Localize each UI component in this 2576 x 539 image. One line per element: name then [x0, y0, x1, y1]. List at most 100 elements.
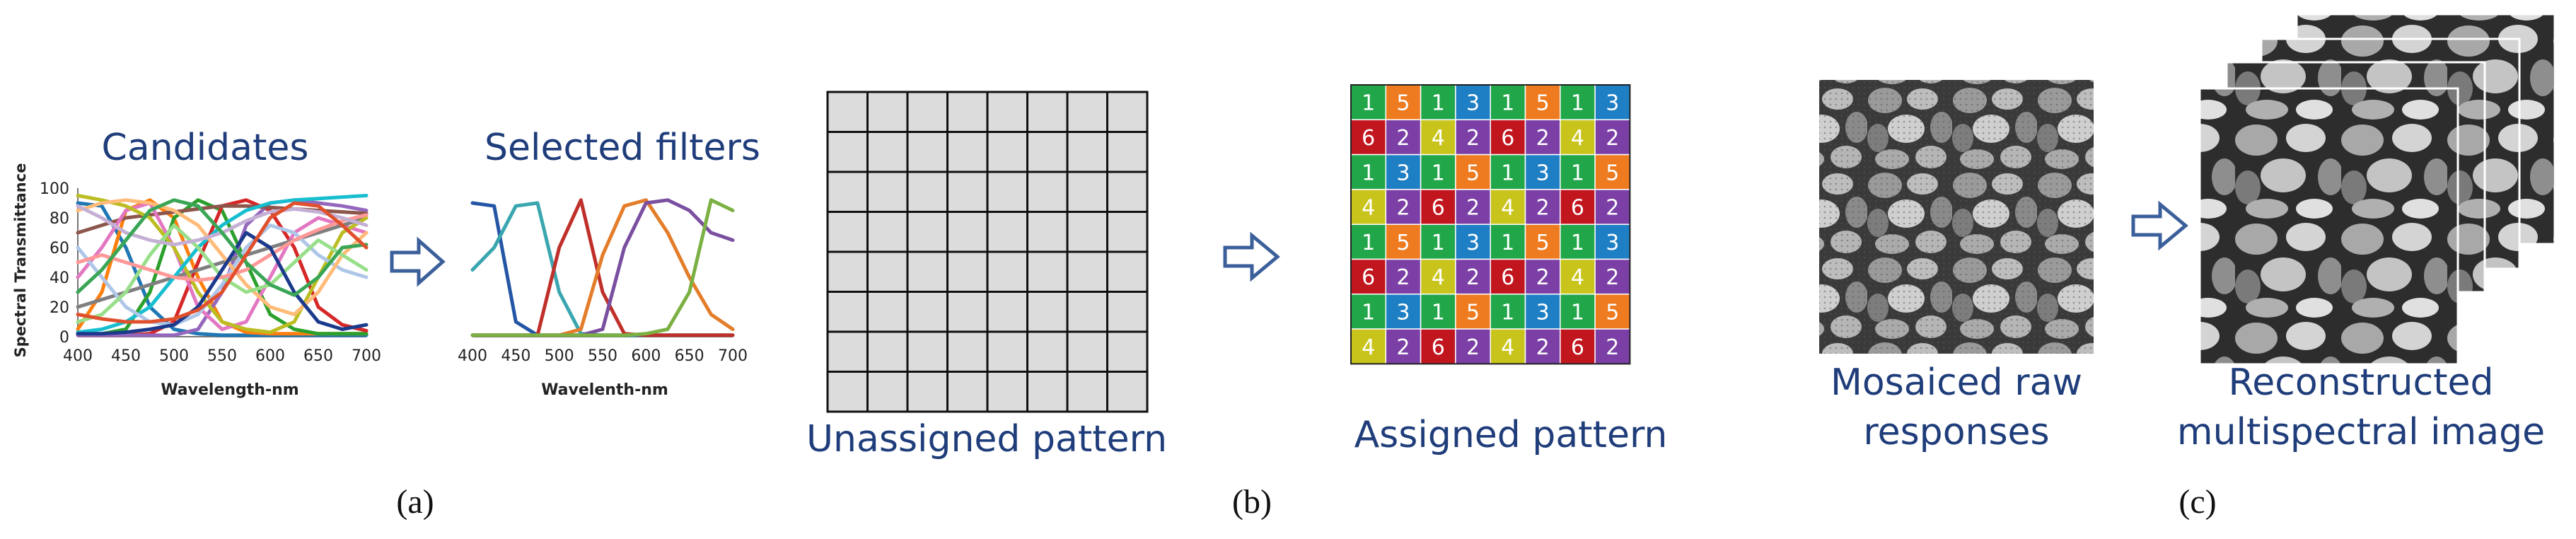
mosaic-cell-label: 2: [1396, 265, 1410, 290]
mosaic-cell-label: 2: [1396, 126, 1410, 151]
grid-cell: [1066, 91, 1108, 133]
grid-cell: [906, 291, 948, 333]
mosaic-cell: [1560, 294, 1596, 330]
grid-cell: [826, 291, 869, 333]
mosaic-cell: [1560, 189, 1596, 225]
grid-cell: [946, 250, 989, 293]
x-axis-label-left: Wavelength-nm: [161, 381, 298, 399]
grid-cell: [1026, 170, 1069, 213]
assigned-pattern-label: Assigned pattern: [1354, 414, 1668, 456]
mosaic-cell-label: 4: [1501, 196, 1514, 221]
mosaic-cell: [1420, 119, 1456, 156]
mosaic-cell: [1560, 328, 1596, 365]
grid-cell: [826, 91, 869, 133]
grid-cell: [1066, 291, 1108, 333]
series-line-6: [470, 198, 735, 337]
mosaic-cell: [1524, 189, 1561, 225]
grid-cell: [1066, 170, 1108, 213]
series-line-11: [76, 224, 369, 327]
mosaic-cell-label: 2: [1466, 265, 1480, 290]
mosaic-cell-label: 2: [1606, 265, 1619, 290]
y-tick-label: 80: [50, 210, 69, 228]
y-axis-label: Spectral Transmittance: [12, 163, 29, 358]
y-tick-label: 100: [40, 180, 69, 198]
grid-cell: [866, 91, 909, 133]
grid-cell: [1106, 371, 1149, 413]
mosaic-cell-label: 1: [1362, 91, 1375, 116]
grid-cell: [906, 91, 948, 133]
grid-cell: [986, 250, 1028, 293]
grid-cell: [866, 291, 909, 333]
x-tick-label: 700: [718, 347, 748, 365]
mosaic-cell-label: 6: [1571, 196, 1584, 221]
x-tick-label: 600: [255, 347, 285, 365]
grid-cell: [986, 330, 1028, 373]
mosaiced-raw-label-line2: responses: [1863, 411, 2049, 453]
grid-cell: [1026, 330, 1069, 373]
mosaic-cell-label: 4: [1501, 335, 1514, 360]
mosaic-cell-label: 6: [1362, 265, 1375, 290]
grid-cell: [866, 131, 909, 173]
grid-cell: [826, 250, 869, 293]
grid-cell: [1026, 250, 1069, 293]
reconstructed-label-line2: multispectral image: [2177, 411, 2545, 453]
grid-cell: [826, 170, 869, 213]
mosaic-cell: [1560, 119, 1596, 156]
grid-cell: [906, 211, 948, 253]
mosaic-cell: [1594, 258, 1631, 295]
grid-cell: [866, 170, 909, 213]
mosaic-cell-label: 1: [1432, 231, 1445, 255]
grid-cell: [946, 91, 989, 133]
x-tick-label: 650: [675, 347, 704, 365]
grid-cell: [866, 250, 909, 293]
grid-cell: [986, 91, 1028, 133]
grid-cell: [866, 330, 909, 373]
mosaic-cell: [1524, 84, 1561, 121]
caption-a: (a): [396, 483, 434, 521]
arrow-raw-to-reconstructed: [2131, 200, 2188, 251]
grid-cell: [1106, 211, 1149, 253]
mosaic-cell: [1524, 328, 1561, 365]
mosaic-cell-label: 2: [1396, 196, 1410, 221]
mosaic-cell-label: 1: [1501, 91, 1514, 116]
reconstructed-image-stack: [2198, 13, 2556, 366]
grid-cell: [1066, 330, 1108, 373]
mosaic-cell-label: 4: [1571, 265, 1584, 290]
mosaic-cell-label: 2: [1606, 126, 1619, 151]
grid-cell: [1066, 250, 1108, 293]
mosaic-cell: [1420, 258, 1456, 295]
grid-cell: [866, 211, 909, 253]
x-tick-label: 600: [631, 347, 661, 365]
grid-cell: [946, 131, 989, 173]
mosaic-cell-label: 4: [1362, 196, 1375, 221]
x-tick-label: 450: [111, 347, 141, 365]
y-tick-label: 40: [50, 270, 69, 287]
grid-cell: [906, 170, 948, 213]
x-tick-label: 500: [159, 347, 189, 365]
mosaic-cell-label: 3: [1606, 231, 1619, 255]
mosaic-cell-label: 2: [1606, 335, 1619, 360]
mosaic-cell-label: 5: [1606, 300, 1619, 325]
mosaic-cell: [1594, 119, 1631, 156]
mosaic-cell: [1350, 294, 1387, 330]
mosaic-cell: [1350, 189, 1387, 225]
mosaic-cell: [1455, 224, 1491, 260]
mosaic-cell: [1524, 119, 1561, 156]
grid-cell: [906, 250, 948, 293]
mosaic-cell-label: 2: [1536, 126, 1550, 151]
mosaic-cell-label: 2: [1466, 126, 1480, 151]
y-tick-label: 20: [50, 299, 69, 317]
x-tick-label: 500: [545, 347, 574, 365]
mosaic-cell-label: 1: [1571, 161, 1584, 185]
caption-b: (b): [1232, 483, 1272, 521]
grid-cell: [1026, 131, 1069, 173]
mosaic-cell: [1560, 153, 1596, 190]
mosaic-cell-label: 3: [1396, 161, 1410, 185]
mosaic-cell-label: 4: [1571, 126, 1584, 151]
mosaic-cell-label: 1: [1432, 300, 1445, 325]
mosaic-cell: [1385, 84, 1422, 121]
mosaic-cell-label: 5: [1536, 231, 1550, 255]
grid-cell: [1066, 211, 1108, 253]
